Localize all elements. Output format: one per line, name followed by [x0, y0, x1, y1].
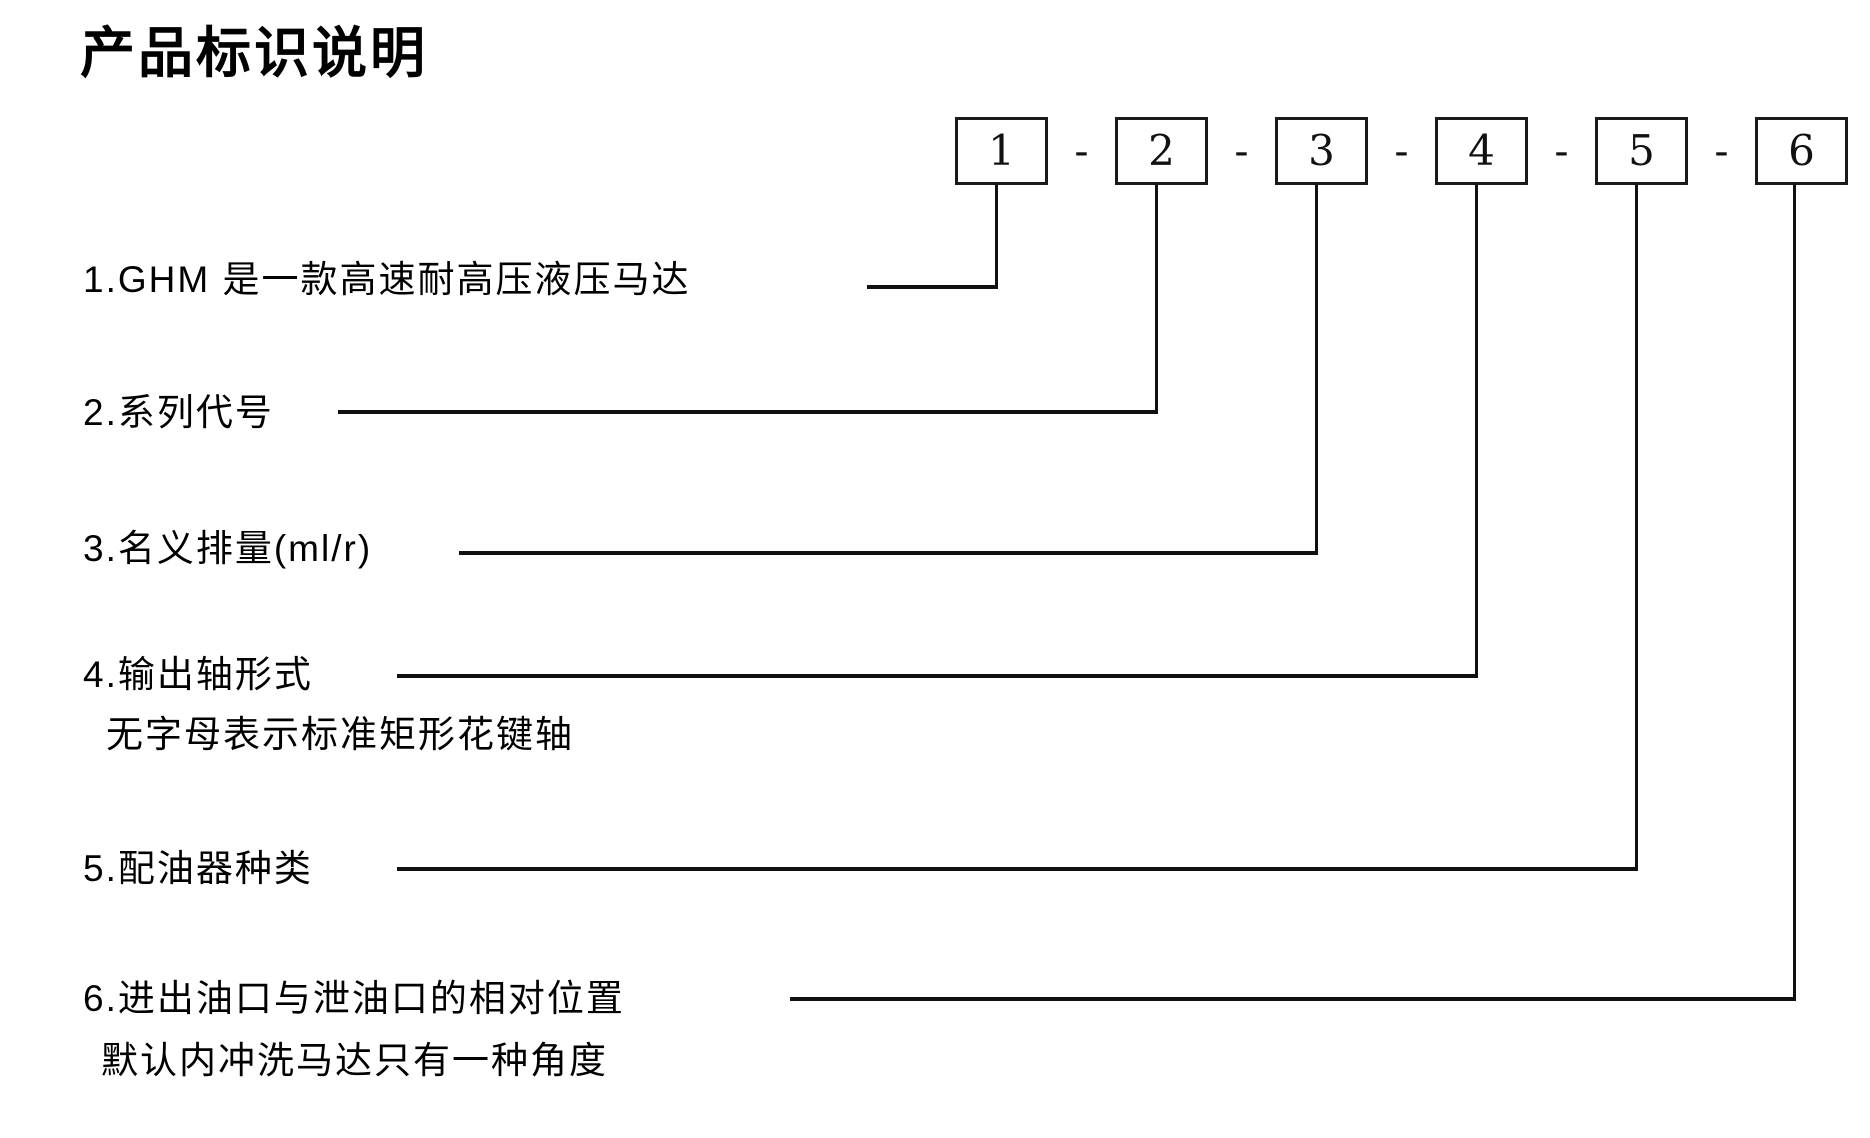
label-6-port-position: 6.进出油口与泄油口的相对位置	[83, 978, 625, 1019]
code-box-3-label: 3	[1308, 126, 1335, 175]
connector-6-vertical	[1793, 185, 1796, 1001]
code-box-3: 3	[1275, 117, 1368, 185]
dash-separator-1: -	[1074, 125, 1089, 175]
label-1-ghm-description: 1.GHM 是一款高速耐高压液压马达	[83, 259, 691, 300]
code-box-2: 2	[1115, 117, 1208, 185]
connector-5-vertical	[1635, 185, 1638, 871]
connector-3-vertical	[1315, 185, 1318, 555]
dash-separator-2: -	[1234, 125, 1249, 175]
connector-4-vertical	[1475, 185, 1478, 678]
code-box-6-label: 6	[1788, 126, 1815, 175]
code-box-5: 5	[1595, 117, 1688, 185]
code-box-1: 1	[955, 117, 1048, 185]
label-2-series-code: 2.系列代号	[83, 392, 274, 433]
label-3-displacement: 3.名义排量(ml/r)	[83, 528, 373, 569]
connector-6-horizontal	[790, 997, 1796, 1001]
connector-2-horizontal	[338, 410, 1158, 414]
label-4-output-shaft: 4.输出轴形式	[83, 654, 313, 695]
code-box-4-label: 4	[1468, 126, 1495, 175]
code-box-2-label: 2	[1148, 126, 1175, 175]
label-4-output-shaft-note: 无字母表示标准矩形花键轴	[106, 714, 574, 755]
dash-separator-3: -	[1394, 125, 1409, 175]
code-box-4: 4	[1435, 117, 1528, 185]
connector-3-horizontal	[459, 551, 1318, 555]
dash-separator-4: -	[1554, 125, 1569, 175]
dash-separator-5: -	[1714, 125, 1729, 175]
connector-5-horizontal	[397, 867, 1638, 871]
connector-4-horizontal	[397, 674, 1478, 678]
code-box-1-label: 1	[988, 126, 1015, 175]
code-box-5-label: 5	[1628, 126, 1655, 175]
connector-1-vertical	[995, 185, 998, 289]
connector-2-vertical	[1155, 185, 1158, 414]
code-box-6: 6	[1755, 117, 1848, 185]
connector-1-horizontal	[867, 285, 998, 289]
label-6-port-position-note: 默认内冲洗马达只有一种角度	[101, 1040, 608, 1081]
label-5-distributor-type: 5.配油器种类	[83, 848, 313, 889]
page-title: 产品标识说明	[80, 20, 429, 85]
